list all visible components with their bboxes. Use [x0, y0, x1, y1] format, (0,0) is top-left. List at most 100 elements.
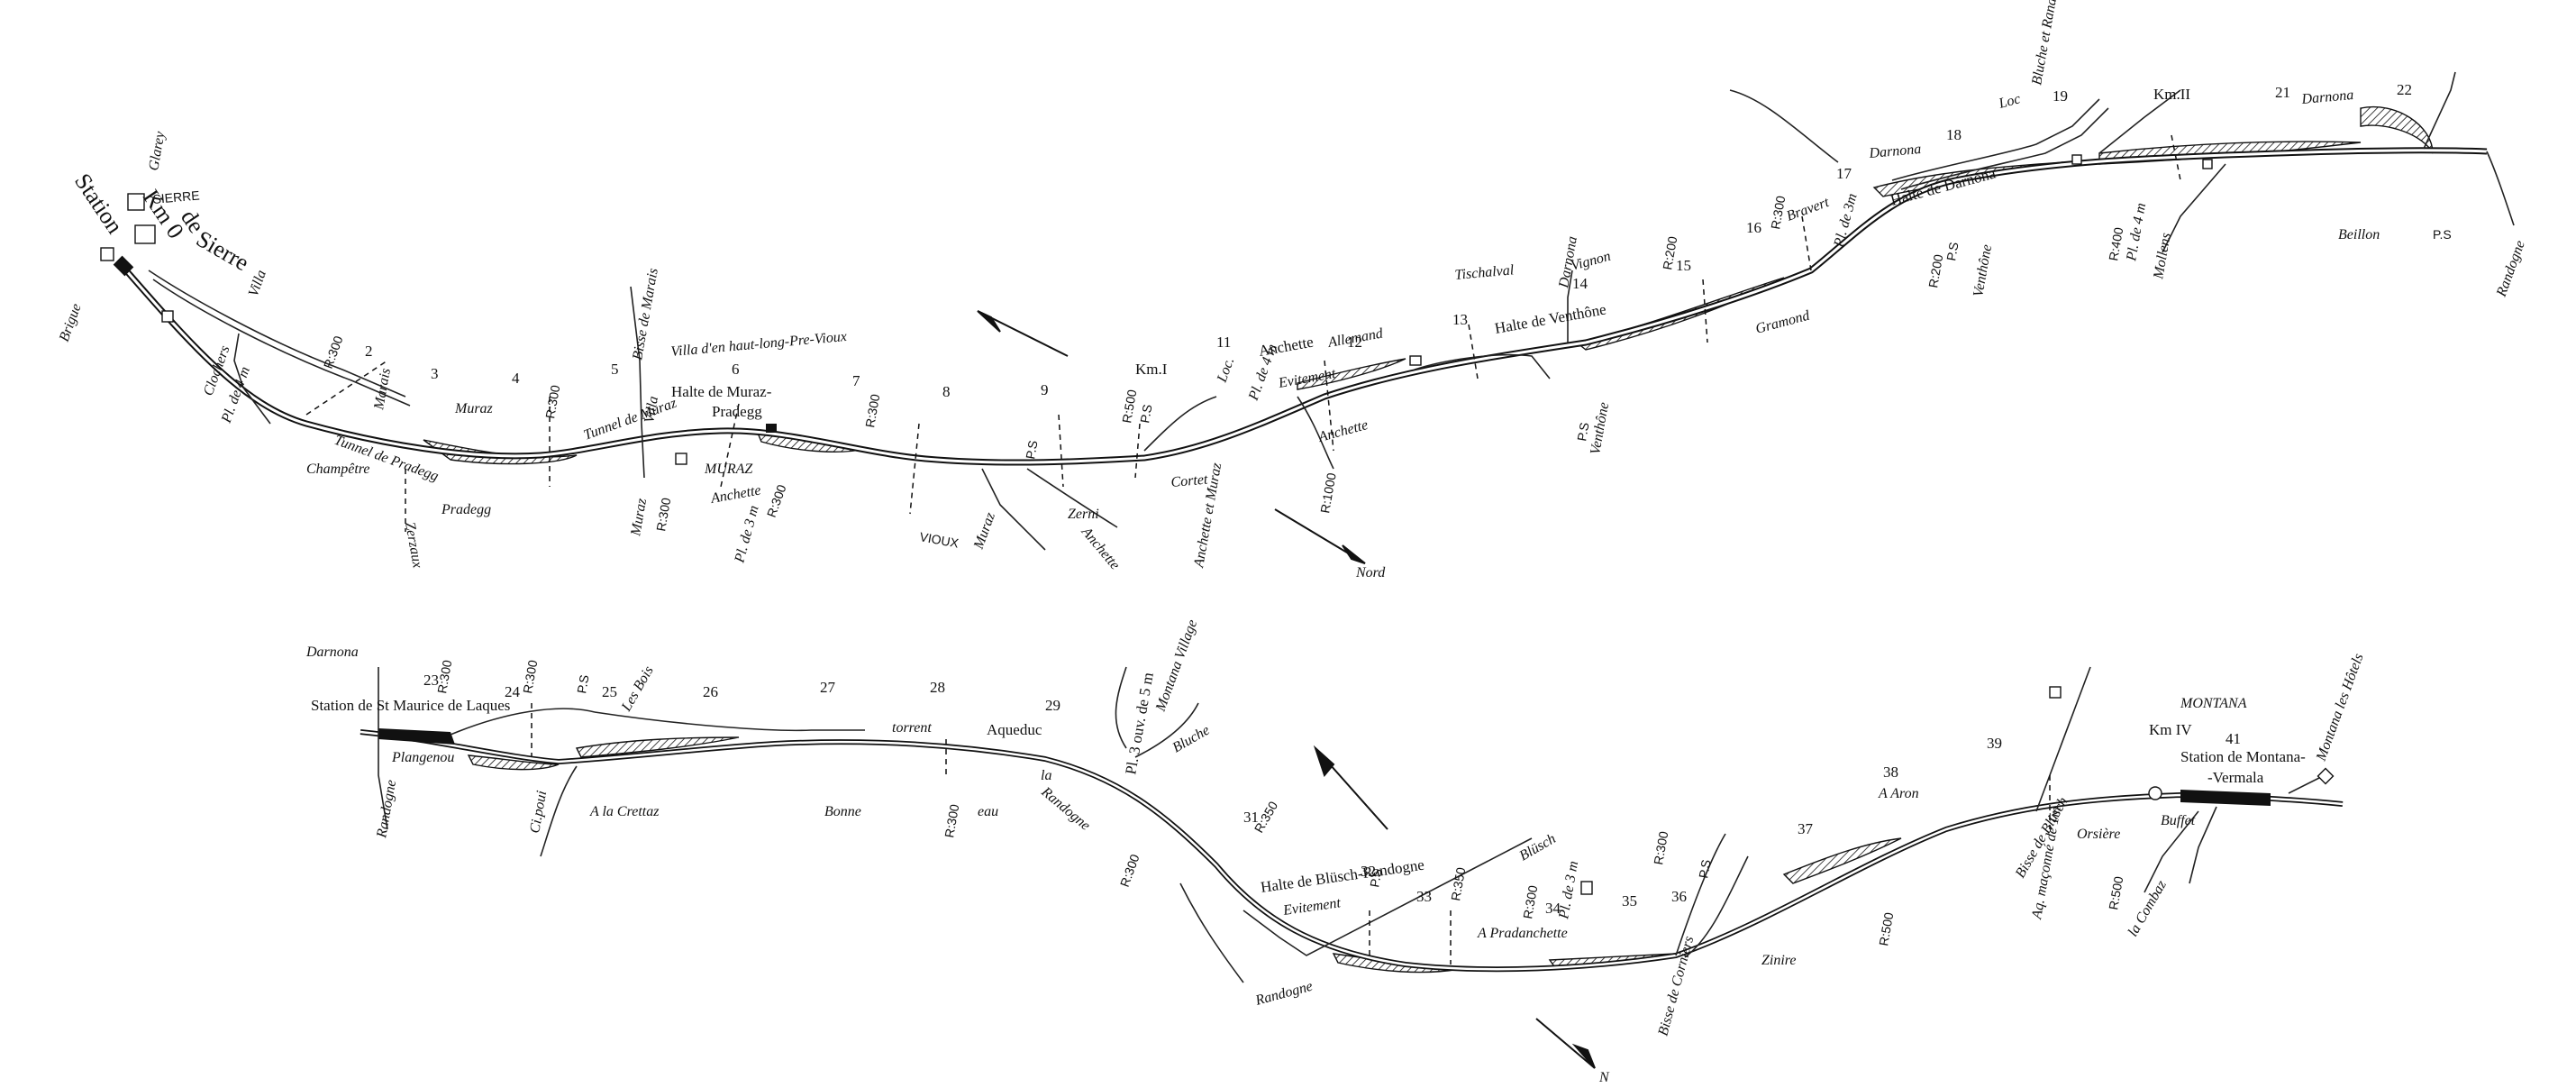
km-number: 31: [1243, 809, 1259, 826]
km-number: 18: [1946, 126, 1962, 143]
champetre-label: Champêtre: [306, 462, 370, 477]
upper-track-inner: [124, 149, 2488, 464]
km-number: 39: [1987, 735, 2002, 752]
km-number: 5: [611, 361, 619, 378]
r300-d-lower-label: R:300: [1117, 852, 1142, 889]
aqueduc-label: Aqueduc: [987, 721, 1042, 738]
ps-e-label: P.S: [2433, 227, 2452, 242]
r300-f-label: R:300: [1768, 195, 1788, 231]
north-arrow-upper: [977, 310, 1366, 564]
km-number: 25: [602, 683, 617, 700]
r350-b-label: R:350: [1448, 866, 1468, 902]
pradanchette-label: A Pradanchette: [1477, 926, 1568, 941]
km-number: 16: [1746, 219, 1761, 236]
torrent-label: torrent: [892, 720, 932, 736]
km-number: 9: [1041, 381, 1049, 398]
villa-muraz-label: Villa: [642, 395, 661, 424]
tischalval-label: Tischalval: [1454, 262, 1516, 283]
gramond-label: Gramond: [1754, 307, 1813, 337]
vioux-label: VIOUX: [918, 529, 960, 550]
cortet-label: Cortet: [1170, 471, 1209, 490]
lower-section: Darnona Station de St Maurice de Laques …: [305, 617, 2367, 1085]
north-arrow-lower: [1313, 745, 1596, 1069]
km-number: 3: [431, 365, 439, 382]
muraz-b-label: Muraz: [628, 497, 650, 538]
villa-label-upper: Villa: [246, 268, 269, 298]
glarey-label: Glarey: [146, 130, 168, 172]
pradegg-2-label: Pradegg: [712, 403, 762, 420]
r500-label: R:500: [1119, 389, 1139, 425]
km-number: 37: [1798, 820, 1814, 837]
bisse-corniers-label: Bisse de Corniers: [1655, 935, 1697, 1038]
anchette-c-label: Anchette: [1257, 334, 1315, 360]
pl-3ouv-label: Pl. 3 ouv. de 5 m: [1122, 672, 1157, 776]
mollens-label: Mollens: [2151, 232, 2174, 281]
pl-4m-c-label: Pl. de 4 m: [2124, 202, 2149, 263]
upper-section: Station de Sierre Km 0 SIERRE Glarey Vil…: [57, 0, 2528, 581]
eau-label: eau: [978, 804, 998, 819]
montana-village-label: Montana Village: [1152, 617, 1200, 714]
r300-c-lower-label: R:300: [942, 803, 961, 839]
halte-venthone-label: Halte de Venthône: [1493, 300, 1607, 336]
muraz-c-label: Muraz: [970, 510, 998, 553]
les-bois-label: Les Bois: [618, 663, 657, 715]
r300-b-lower-label: R:300: [520, 659, 540, 695]
r500-b-lower-label: R:500: [2106, 875, 2125, 911]
km-number: 7: [852, 372, 860, 389]
beillon-label: Beillon: [2338, 227, 2380, 242]
lower-ticks: [531, 703, 2051, 965]
km-number: 41: [2226, 730, 2241, 747]
station-montana-label-2: -Vermala: [2207, 769, 2264, 786]
upper-station-buildings: [113, 255, 777, 433]
km-number: 2: [365, 343, 373, 360]
upper-buildings: [100, 154, 2213, 465]
km-number: 11: [1216, 334, 1231, 351]
r300-e-lower-label: R:300: [1520, 884, 1540, 920]
sierre-caps-label: SIERRE: [152, 188, 200, 206]
ps-c-label: P.S: [1574, 421, 1591, 442]
r300-d-label: R:300: [764, 482, 789, 519]
km-number: 34: [1545, 900, 1561, 917]
aron-label: A Aron: [1878, 786, 1919, 801]
km-number: 26: [703, 683, 718, 700]
r300-e-label: R:300: [862, 393, 882, 429]
plangenou-label: Plangenou: [391, 750, 454, 765]
ps-a-label: P.S: [1023, 439, 1040, 460]
pl-3m-b-label: Pl. de 3m: [1831, 192, 1860, 250]
venthone-label: Venthône: [1588, 401, 1612, 456]
lower-earthworks: [467, 736, 1902, 974]
km-number: 24: [505, 683, 521, 700]
station-sierre-label-3: Sierre: [192, 225, 253, 276]
buffet-label: Buffet: [2161, 813, 2196, 828]
muraz-caps-label: MURAZ: [704, 462, 753, 477]
km-number: 35: [1622, 892, 1637, 910]
station-sierre-label-1: Station: [69, 169, 128, 238]
brigue-label: Brigue: [57, 302, 85, 344]
km1-label: Km.I: [1135, 361, 1168, 378]
ps-d-label: P.S: [1943, 241, 1961, 261]
r300-f-lower-label: R:300: [1651, 830, 1670, 866]
r200-b-label: R:200: [1925, 253, 1945, 289]
bluche-label: Bluche et Randogne: [2029, 0, 2064, 87]
crettaz-label: A la Crettaz: [589, 804, 660, 819]
venthone-b-label: Venthône: [1971, 243, 1995, 298]
km-number: 6: [732, 361, 740, 378]
anchette-d-label: Anchette: [1316, 417, 1370, 445]
halte-bluche-label: Halte de Blüsch-Randogne: [1260, 856, 1425, 896]
loc-label: Loc.: [1214, 355, 1237, 385]
km-number: 19: [2053, 87, 2068, 105]
station-montana-label-1: Station de Montana-: [2180, 748, 2306, 765]
bonne-label: Bonne: [824, 804, 861, 819]
r500-lower-label: R:500: [1876, 911, 1896, 947]
km-number: 29: [1045, 697, 1060, 714]
muraz-a-label: Muraz: [454, 401, 494, 416]
km-number: 4: [512, 370, 520, 387]
km-number: 28: [930, 679, 945, 696]
lower-roads: [378, 666, 2326, 983]
km-number: 33: [1416, 888, 1432, 905]
orsiere-label: Orsière: [2077, 827, 2120, 842]
km-number: 36: [1671, 888, 1687, 905]
pl-3m-a-label: Pl. de 3 m: [732, 504, 761, 565]
ps-a-lower-label: P.S: [574, 673, 591, 694]
anchette-a-label: Anchette: [709, 482, 762, 507]
